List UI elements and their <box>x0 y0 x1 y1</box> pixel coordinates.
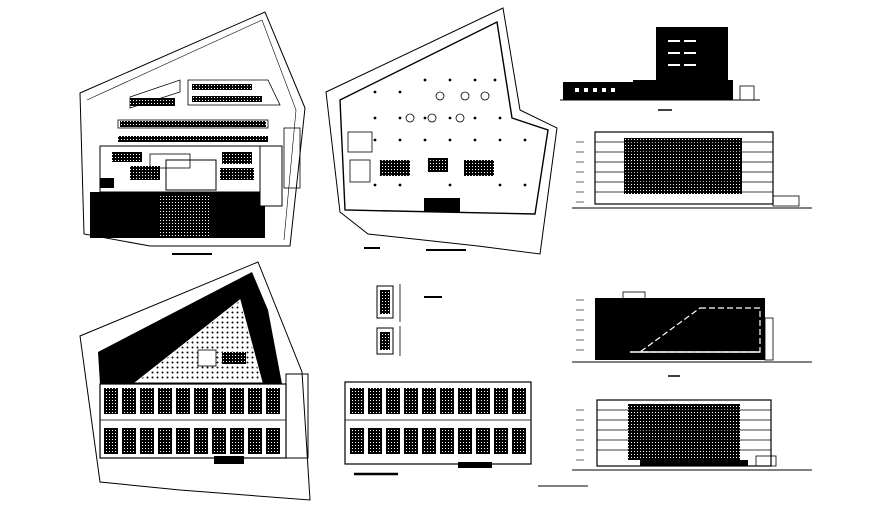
site-plan-parking <box>79 11 306 255</box>
building-footprint <box>99 145 261 193</box>
typical-hotel-floor-plan <box>79 261 311 501</box>
section <box>572 291 812 377</box>
upper-hotel-floor-plan <box>344 381 588 487</box>
room-details <box>376 284 442 356</box>
ground-floor-column-grid <box>325 7 558 255</box>
front-elevation <box>560 27 760 111</box>
rear-elevation <box>572 399 812 471</box>
courtyard-pattern <box>160 196 210 236</box>
side-elevation <box>572 131 812 209</box>
parking-stalls <box>117 79 281 142</box>
column-markers <box>373 78 527 187</box>
guest-room-cells <box>104 388 280 454</box>
